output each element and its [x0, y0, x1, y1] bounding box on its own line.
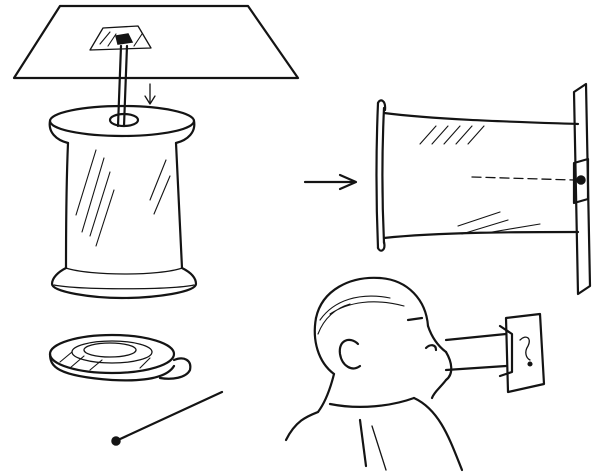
- tape-roll: [50, 335, 190, 380]
- down-arrow-icon: [145, 84, 155, 104]
- pin: [112, 392, 222, 445]
- tube-viewer: [377, 84, 591, 294]
- right-arrow-icon: [305, 175, 356, 189]
- spool: [50, 106, 196, 298]
- card-with-pinhole: [14, 6, 298, 78]
- person-looking: [286, 278, 544, 470]
